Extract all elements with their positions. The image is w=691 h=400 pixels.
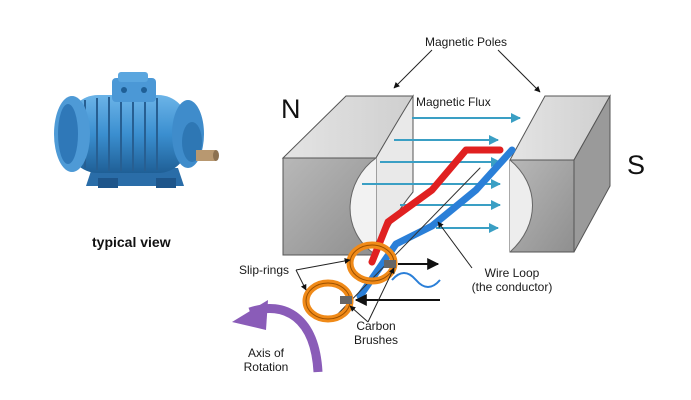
north-pole-magnet [281,94,414,256]
caption-typical-view: typical view [92,234,171,250]
south-pole-magnet [509,94,611,253]
axis-of-rotation-label-line1: Axis of [247,346,284,360]
current-arrows [354,258,440,306]
south-pole-label: S [627,150,646,180]
sine-wave-icon [391,272,441,288]
wire-loop-label-line2: (the conductor) [471,280,553,294]
carbon-brushes-label-line1: Carbon [356,319,396,333]
axis-of-rotation-label-line2: Rotation [243,360,289,374]
wire-loop-label-line1: Wire Loop [484,266,540,280]
carbon-brushes [340,260,396,304]
magnetic-flux-label: Magnetic Flux [416,95,491,109]
magnetic-poles-label: Magnetic Poles [425,35,508,49]
wire-loop-label: Wire Loop (the conductor) [462,266,562,294]
north-pole-label: N [281,94,301,124]
axis-of-rotation-label: Axis of Rotation [236,346,296,374]
rotation-arrow [232,300,323,373]
leader-lines [295,49,541,323]
motor-illustration [54,72,219,188]
slip-rings-label: Slip-rings [239,263,290,277]
slip-rings [302,241,398,323]
carbon-brushes-label-line2: Brushes [353,333,399,347]
carbon-brushes-label: Carbon Brushes [346,319,406,347]
